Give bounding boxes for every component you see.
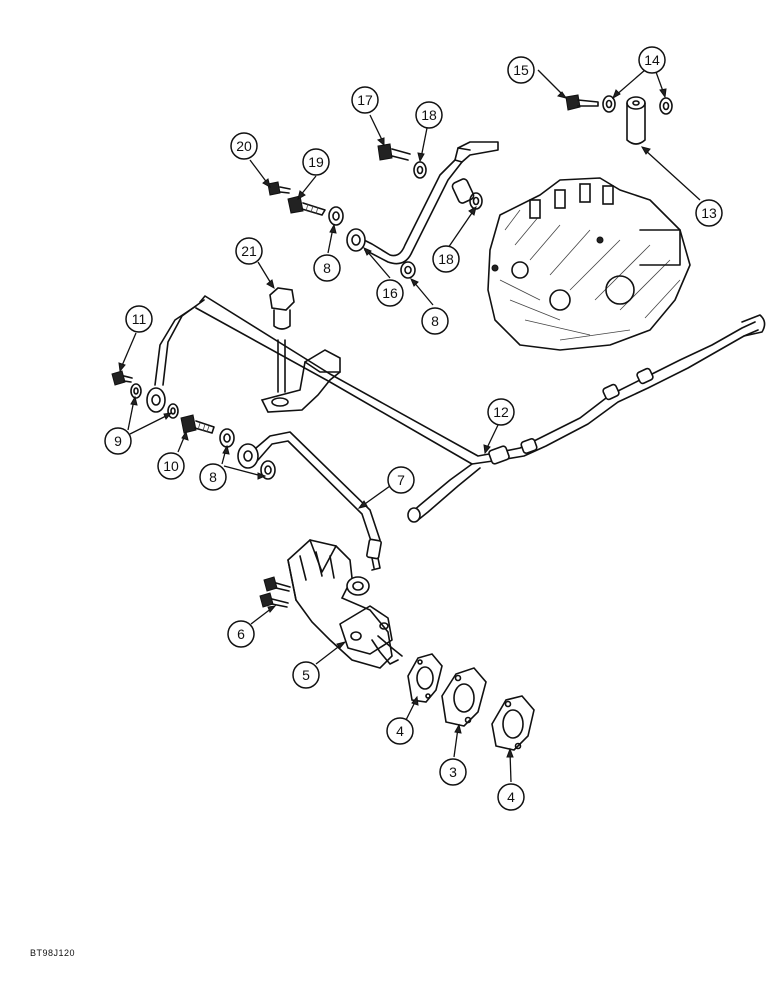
callout-13-label: 13 [701,205,717,221]
fitting-13 [626,96,646,145]
callout-4-right-label: 4 [507,789,515,805]
callout-11: 11 [125,305,153,333]
callout-11-label: 11 [132,311,147,327]
washer-8-lower [260,460,276,480]
gasket-4-right [491,695,535,751]
callouts: 21 20 19 18 18 17 16 15 14 13 12 11 10 9… [104,46,723,811]
callout-4-left-label: 4 [396,723,404,739]
callout-17: 17 [351,86,379,114]
callout-21-label: 21 [241,243,257,259]
callout-10: 10 [157,452,185,480]
callout-21: 21 [235,237,263,265]
clamp-bracket [260,349,341,413]
callout-8-upper-left-label: 8 [323,260,331,276]
callout-17-label: 17 [357,92,373,108]
callout-18-lower: 18 [432,245,460,273]
callout-5-label: 5 [302,667,310,683]
washer-8-middle [219,428,235,448]
callout-12-label: 12 [493,404,509,420]
washer-8-upper-right [400,261,416,279]
callout-9: 9 [104,427,132,455]
drawing-code: BT98J120 [30,948,76,958]
gasket-3 [441,667,487,727]
callout-19-label: 19 [308,154,324,170]
bolt-6-upper [263,576,291,592]
injection-pump [487,177,691,351]
callout-9-label: 9 [114,433,122,449]
callout-12: 12 [487,398,515,426]
callout-7: 7 [387,466,415,494]
bolt-6-lower [259,592,289,608]
callout-8-lower-label: 8 [209,469,217,485]
callout-4-right: 4 [497,783,525,811]
callout-15-label: 15 [513,62,529,78]
bolt-20 [267,181,291,196]
bolt-11 [111,370,133,386]
fuel-line-16 [346,141,499,265]
callout-15: 15 [507,56,535,84]
callout-10-label: 10 [163,458,179,474]
callout-18-upper: 18 [415,101,443,129]
bolt-17 [377,143,411,161]
bolt-15 [565,94,599,111]
callout-3-label: 3 [449,764,457,780]
washer-14-right [659,97,673,115]
callout-8-upper-right-label: 8 [431,313,439,329]
bolt-19 [287,195,326,216]
bolt-21 [269,287,295,393]
callout-3: 3 [439,758,467,786]
washer-8-upper-left [328,206,344,226]
callout-16: 16 [376,279,404,307]
callout-16-label: 16 [382,285,398,301]
callout-6: 6 [227,620,255,648]
callout-4-left: 4 [386,717,414,745]
callout-5: 5 [292,661,320,689]
banjo-fitting-left [146,387,166,413]
callout-8-lower: 8 [199,463,227,491]
fuel-line-7 [237,431,382,571]
callout-7-label: 7 [397,472,405,488]
callout-13: 13 [695,199,723,227]
bolt-10 [180,414,215,434]
callout-20-label: 20 [236,138,252,154]
callout-20: 20 [230,132,258,160]
callout-14: 14 [638,46,666,74]
washer-14-left [602,95,616,113]
callout-8-upper-right: 8 [421,307,449,335]
leader-lines [118,69,701,783]
callout-18-lower-label: 18 [438,251,454,267]
callout-8-upper-left: 8 [313,254,341,282]
callout-18-upper-label: 18 [421,107,437,123]
washer-9-lower [167,403,179,419]
callout-6-label: 6 [237,626,245,642]
callout-14-label: 14 [644,52,660,68]
gasket-4-left [407,653,443,703]
callout-19: 19 [302,148,330,176]
fuel-line-12 [154,295,766,523]
washer-9-upper [130,383,142,399]
fuel-lift-pump-5 [287,539,403,669]
washer-18-upper [413,161,427,179]
